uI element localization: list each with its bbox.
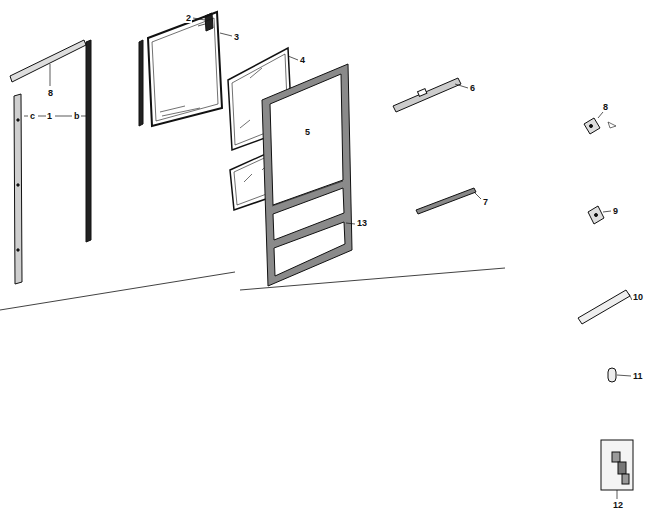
callout-number: 10 [632, 292, 644, 302]
callout-number: 5 [304, 127, 311, 137]
callout-number: 8 [602, 102, 609, 112]
callout-number: 12 [612, 500, 624, 510]
callout-number: 7 [482, 197, 489, 207]
callout-number: 4 [299, 55, 306, 65]
callout-number: 13 [356, 218, 368, 228]
callout-number: b [73, 111, 81, 121]
callout-number: c [29, 111, 36, 121]
callout-number: 3 [233, 32, 240, 42]
callout-number: 2 [185, 13, 192, 23]
callout-number: 11 [632, 371, 644, 381]
callout-number: 9 [612, 206, 619, 216]
callout-number: 1 [46, 111, 53, 121]
callout-number: 6 [469, 83, 476, 93]
callout-number: 8 [47, 88, 54, 98]
